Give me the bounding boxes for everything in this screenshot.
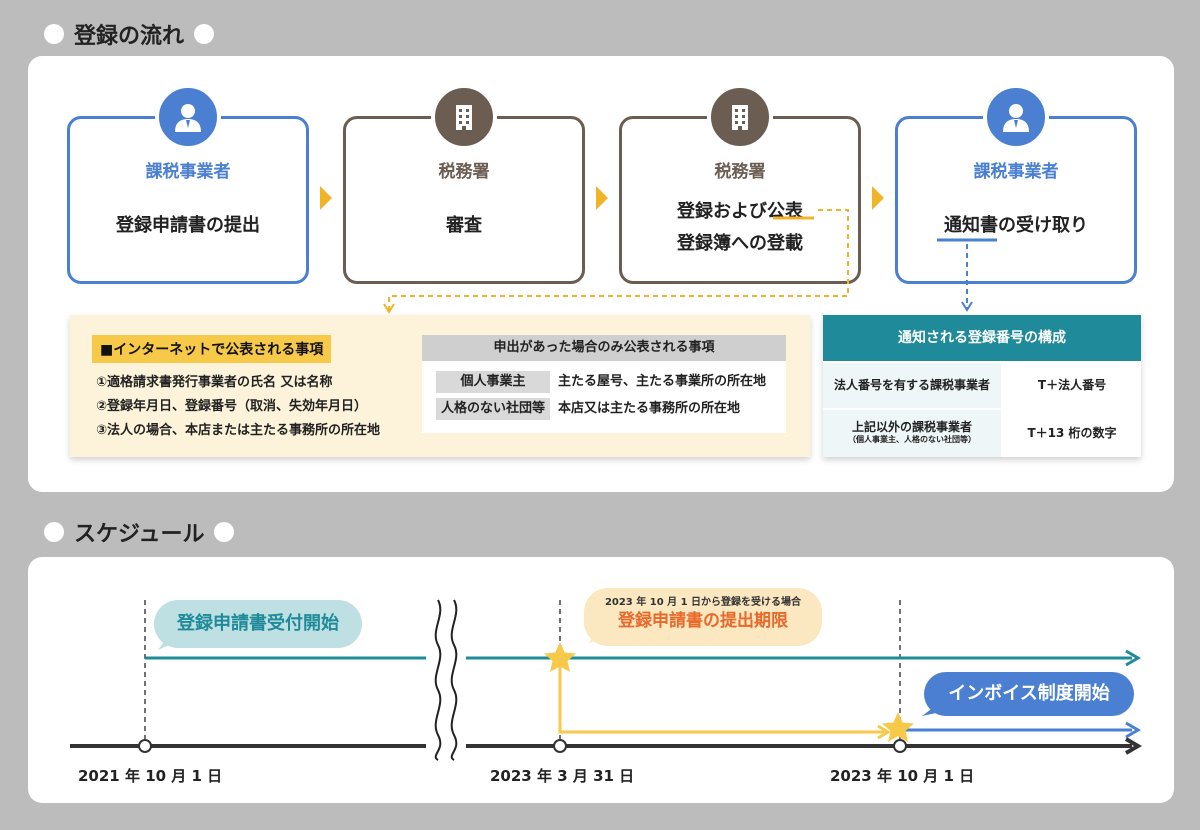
deadline-bubble-text: 登録申請書の提出期限: [618, 611, 788, 631]
step-2-role: 税務署: [438, 162, 490, 182]
step-1-action: 登録申請書の提出: [116, 215, 260, 236]
building-icon: [431, 84, 497, 150]
step-4-role: 課税事業者: [973, 162, 1059, 182]
schedule-title-text: スケジュール: [74, 522, 205, 547]
start-bubble: 登録申請書受付開始: [154, 600, 362, 648]
flow-section-title: 登録の流れ: [44, 18, 215, 50]
number-row-2-note: （個人事業主、人格のない社団等）: [848, 435, 976, 444]
number-row-2-label: 上記以外の課税事業者: [851, 420, 972, 434]
step-3-action-2: 登録簿への登載: [677, 233, 803, 254]
date-label-start: 2021 年 10 月 1 日: [78, 767, 223, 785]
number-structure-table: 通知される登録番号の構成 法人番号を有する課税事業者 T＋法人番号 上記以外の課…: [823, 315, 1141, 457]
date-label-deadline: 2023 年 3 月 31 日: [490, 767, 635, 785]
start-bubble-text: 登録申請書受付開始: [177, 613, 339, 634]
published-info-box: ■インターネットで公表される事項 ①適格請求書発行事業者の氏名 又は名称 ②登録…: [70, 315, 810, 457]
flow-title-text: 登録の流れ: [74, 24, 185, 49]
requested-info-box: 申出があった場合のみ公表される事項 個人事業主 主たる屋号、主たる事業所の所在地…: [422, 335, 786, 433]
person-icon: [983, 84, 1049, 150]
published-item-3: ③法人の場合、本店または主たる事務所の所在地: [96, 423, 381, 438]
step-1-role: 課税事業者: [145, 162, 231, 182]
number-row-1-value: T＋法人番号: [1003, 363, 1141, 408]
number-row-1-label: 法人番号を有する課税事業者: [823, 363, 1001, 408]
arrow-right-icon: [320, 186, 332, 210]
requested-value-2: 本店又は主たる事務所の所在地: [558, 401, 741, 416]
deadline-bubble-note: 2023 年 10 月 1 日から登録を受ける場合: [604, 597, 802, 608]
number-row-2-cell: 上記以外の課税事業者 （個人事業主、人格のない社団等）: [823, 410, 1001, 457]
person-icon: [155, 84, 221, 150]
schedule-section-title: スケジュール: [44, 516, 235, 548]
requested-key-2: 人格のない社団等: [436, 398, 550, 420]
arrow-right-icon: [596, 186, 608, 210]
date-label-invoice: 2023 年 10 月 1 日: [830, 767, 975, 785]
step-3-action-1: 登録および公表: [677, 201, 803, 222]
bullet-dot-icon: [194, 24, 215, 44]
building-icon: [707, 84, 773, 150]
published-info-heading: ■インターネットで公表される事項: [92, 335, 332, 363]
invoice-bubble: インボイス制度開始: [924, 672, 1134, 716]
bullet-dot-icon: [44, 522, 64, 542]
published-item-1: ①適格請求書発行事業者の氏名 又は名称: [96, 375, 333, 390]
requested-info-heading: 申出があった場合のみ公表される事項: [422, 335, 786, 361]
arrow-right-icon: [872, 186, 884, 210]
step-2-action: 審査: [446, 215, 482, 236]
step-3-role: 税務署: [714, 162, 766, 182]
requested-key-1: 個人事業主: [436, 371, 550, 393]
published-item-2: ②登録年月日、登録番号（取消、失効年月日）: [96, 399, 368, 414]
bullet-dot-icon: [214, 522, 235, 542]
deadline-bubble: 2023 年 10 月 1 日から登録を受ける場合 登録申請書の提出期限: [584, 588, 822, 646]
number-row-2-value: T＋13 桁の数字: [1003, 410, 1141, 457]
number-structure-heading: 通知される登録番号の構成: [823, 315, 1141, 361]
invoice-bubble-text: インボイス制度開始: [948, 683, 1110, 704]
requested-value-1: 主たる屋号、主たる事業所の所在地: [558, 374, 767, 389]
step-4-action: 通知書の受け取り: [944, 215, 1088, 236]
bullet-dot-icon: [44, 24, 64, 44]
